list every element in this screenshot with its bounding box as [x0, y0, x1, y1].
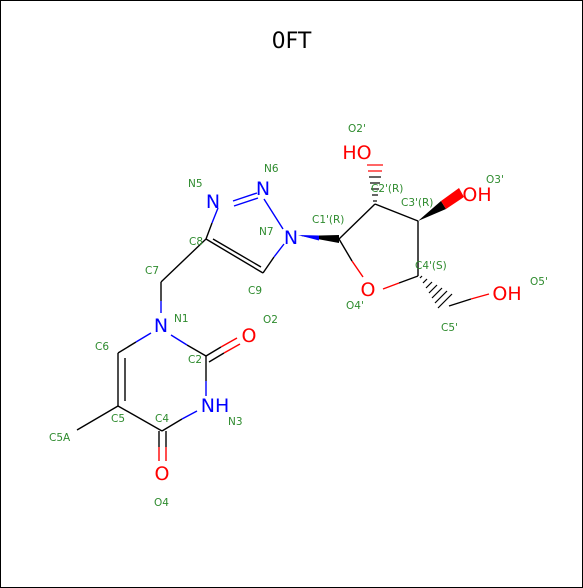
label-o5p: O5': [530, 276, 548, 288]
bond-c5p-o5p-c: [448, 298, 472, 307]
label-c4p: C4'(S): [415, 260, 447, 272]
bond-c9-n7-c: [262, 256, 275, 274]
label-c6: C6: [95, 341, 109, 353]
label-c9: C9: [248, 285, 262, 297]
bond-c2-o2-o: [220, 337, 238, 348]
bond-n5-c8-c: [205, 222, 213, 240]
atom-o4: O: [155, 463, 170, 485]
bond-c2p-o2p-hash: [367, 164, 383, 202]
label-o4p: O4': [346, 300, 364, 312]
atom-o2p: HO: [342, 142, 371, 164]
atom-n7: N: [284, 227, 298, 249]
label-c7: C7: [145, 265, 159, 277]
bond-c5p-o5p-o: [470, 293, 490, 300]
bond-n1-c6-c: [117, 341, 137, 354]
atom-n1: N: [154, 315, 168, 337]
bond-c4-n3-n: [181, 410, 198, 420]
label-n7: N7: [259, 226, 274, 238]
bond-o4p-c1p-o: [351, 260, 364, 278]
bond-c2-n1-n: [170, 334, 188, 346]
bond-c2p-c3p: [374, 203, 419, 222]
bond-c3p-o3p-wedge-o: [441, 188, 464, 209]
atom-o5p: OH: [492, 283, 521, 305]
bond-c8-c9: [205, 238, 264, 274]
label-c2: C2: [188, 354, 202, 366]
bond-n7-c1p-wedge-n: [298, 235, 319, 241]
bond-n1-c6-n: [135, 332, 152, 343]
label-n1: N1: [174, 313, 189, 325]
atom-o2: O: [242, 325, 257, 347]
label-n5: N5: [188, 178, 203, 190]
bond-c5-c4: [117, 405, 163, 432]
bond-c2-o2-c: [205, 346, 222, 357]
label-c8: C8: [189, 236, 203, 248]
label-c5a: C5A: [49, 432, 71, 444]
bond-n5-n6: [232, 192, 258, 202]
atom-n3: NH: [201, 395, 230, 417]
label-n6: N6: [264, 163, 279, 175]
bond-o4p-c1p-c: [338, 238, 353, 262]
label-c2p: C2'(R): [371, 183, 403, 195]
label-o2p: O2': [348, 123, 366, 135]
label-c1p: C1'(R): [312, 214, 344, 226]
bond-c2-o2-o-double: [223, 343, 241, 354]
bond-n6-n7: [263, 198, 284, 230]
bond-c3p-o3p-wedge: [418, 201, 446, 221]
bond-c1p-c2p: [338, 203, 376, 240]
label-o2: O2: [263, 314, 278, 326]
label-c5p: C5': [441, 322, 458, 334]
label-c5: C5: [111, 413, 125, 425]
bond-c4p-o4p-o: [382, 282, 400, 290]
label-o4: O4: [154, 497, 169, 509]
label-o3p: O3': [486, 174, 504, 186]
bond-n5-c8-n: [211, 207, 219, 224]
bond-c5-c5a: [76, 405, 119, 431]
bond-n5-n6-double: [233, 197, 259, 207]
label-c4: C4: [155, 413, 169, 425]
label-n3: N3: [228, 416, 243, 428]
molecule-title: 0FT: [271, 29, 312, 54]
atom-n5: N: [206, 191, 220, 213]
bond-c2-o2-c-double: [208, 352, 225, 363]
bond-c8-c9-double: [212, 238, 262, 268]
bond-c8-c7: [160, 238, 207, 283]
bond-c4p-o4p-c: [398, 275, 419, 284]
atom-o3p: OH: [462, 184, 491, 206]
bond-c4-n3-c: [161, 418, 183, 432]
atom-o4p: O: [361, 279, 376, 301]
bond-c9-n7-n: [273, 243, 285, 258]
atom-n6: N: [256, 178, 270, 200]
bond-c4p-c5p-hash: [419, 275, 453, 309]
label-c3p: C3'(R): [401, 197, 433, 209]
bond-c2-n1-c: [186, 344, 207, 357]
